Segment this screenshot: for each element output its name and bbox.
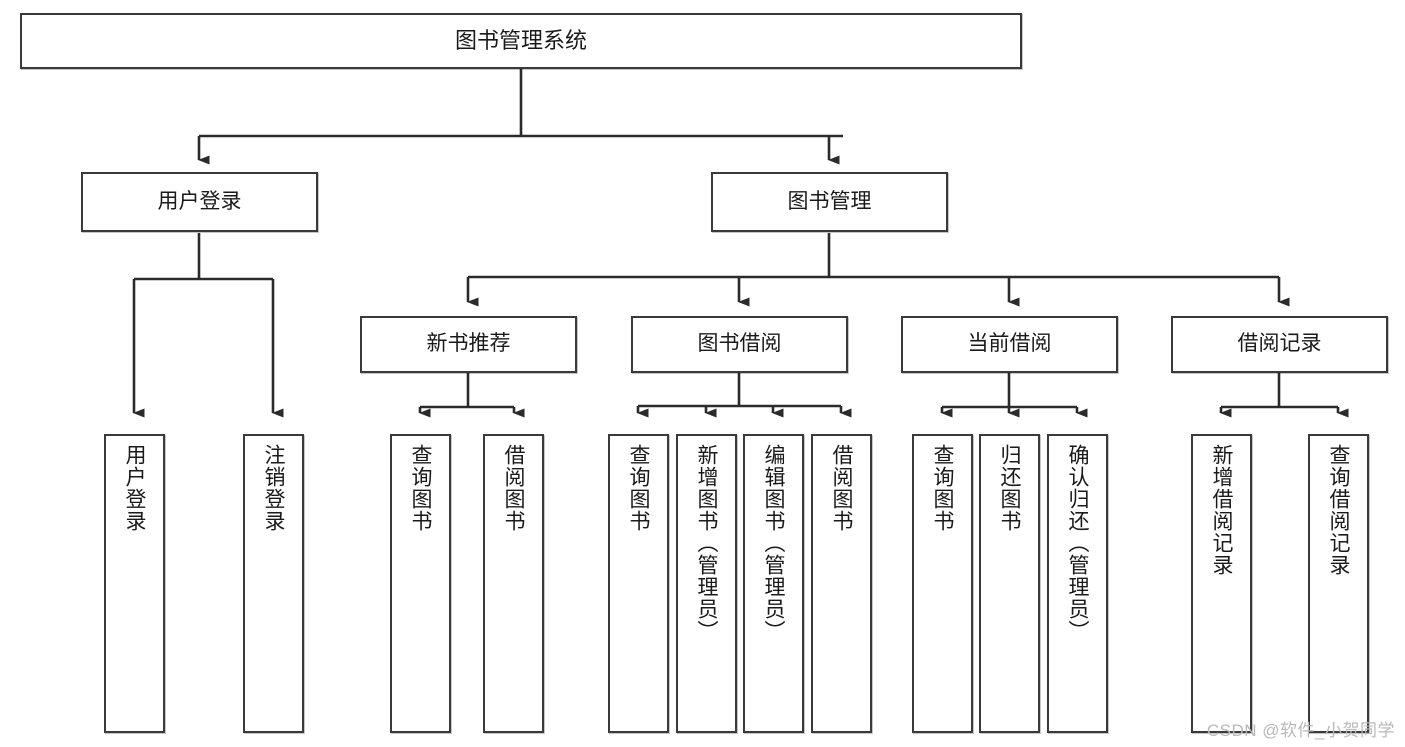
leaf-current-borrow-confirm-return-admin[interactable]: 确认归还（管理员） (1047, 434, 1108, 733)
node-user-login[interactable]: 用户登录 (81, 172, 318, 232)
node-label: 查询图书 (409, 444, 432, 532)
node-label: 图书管理系统 (454, 28, 587, 54)
leaf-book-borrow-query-book[interactable]: 查询图书 (608, 434, 669, 733)
leaf-user-login-logout[interactable]: 注销登录 (243, 434, 304, 733)
node-book-borrow[interactable]: 图书借阅 (631, 316, 848, 373)
node-label: 图书管理 (787, 189, 872, 213)
leaf-new-book-borrow-book[interactable]: 借阅图书 (483, 434, 544, 733)
node-label: 新增图书（管理员） (695, 444, 718, 642)
node-label: 图书借阅 (697, 332, 782, 356)
node-label: 新增借阅记录 (1210, 444, 1233, 576)
node-label: 注销登录 (262, 444, 285, 532)
node-label: 查询借阅记录 (1327, 444, 1350, 576)
node-label: 用户登录 (157, 189, 242, 213)
leaf-borrow-record-query-record[interactable]: 查询借阅记录 (1308, 434, 1369, 733)
node-current-borrow[interactable]: 当前借阅 (901, 316, 1118, 373)
node-label: 确认归还（管理员） (1066, 444, 1089, 642)
node-label: 编辑图书（管理员） (762, 444, 785, 642)
node-label: 新书推荐 (426, 332, 511, 356)
node-label: 借阅记录 (1237, 332, 1322, 356)
leaf-borrow-record-add-record[interactable]: 新增借阅记录 (1191, 434, 1252, 733)
leaf-book-borrow-edit-book-admin[interactable]: 编辑图书（管理员） (743, 434, 804, 733)
watermark: CSDN @软件_小贺同学 (1206, 721, 1395, 740)
leaf-book-borrow-add-book-admin[interactable]: 新增图书（管理员） (676, 434, 737, 733)
node-label: 用户登录 (123, 444, 146, 532)
node-borrow-record[interactable]: 借阅记录 (1171, 316, 1388, 373)
node-label: 归还图书 (998, 444, 1021, 532)
leaf-current-borrow-query-book[interactable]: 查询图书 (912, 434, 973, 733)
leaf-book-borrow-borrow-book[interactable]: 借阅图书 (811, 434, 872, 733)
leaf-user-login-login[interactable]: 用户登录 (104, 434, 165, 733)
node-label: 查询图书 (931, 444, 954, 532)
node-root-library-system[interactable]: 图书管理系统 (20, 13, 1022, 69)
node-label: 借阅图书 (502, 444, 525, 532)
leaf-current-borrow-return-book[interactable]: 归还图书 (979, 434, 1040, 733)
node-new-book-recommend[interactable]: 新书推荐 (360, 316, 577, 373)
node-label: 查询图书 (627, 444, 650, 532)
node-book-management[interactable]: 图书管理 (711, 172, 948, 232)
node-label: 借阅图书 (830, 444, 853, 532)
node-label: 当前借阅 (967, 332, 1052, 356)
leaf-new-book-query-book[interactable]: 查询图书 (390, 434, 451, 733)
